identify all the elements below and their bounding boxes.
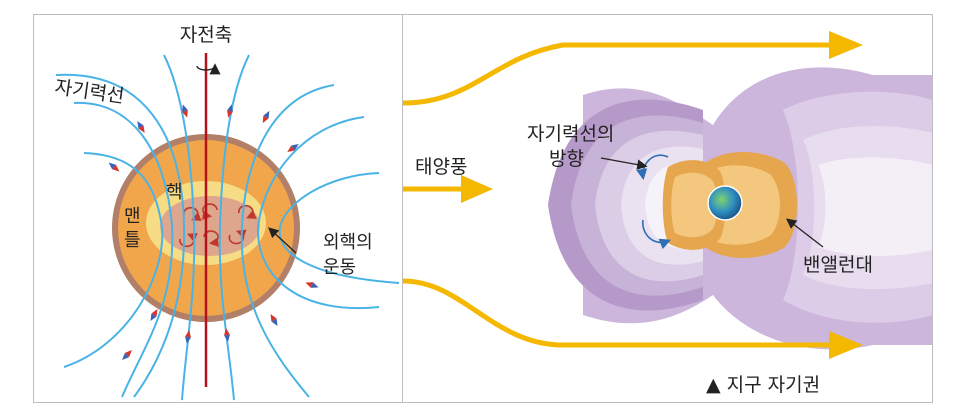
field-arrow-bottom	[642, 219, 671, 250]
field-direction-label-line2: 방향	[549, 148, 584, 170]
compass-needles	[108, 104, 319, 360]
field-lines	[55, 54, 400, 401]
rotation-arrow-icon	[196, 63, 221, 75]
van-allen-pointer	[785, 218, 824, 248]
earth-dynamo-diagram: 자전축 자기력선 핵 맨 틀 외핵의 운동	[53, 24, 400, 401]
outer-core-motion-label-line1: 외핵의	[323, 232, 373, 253]
solar-wind-label: 태양풍	[415, 156, 467, 178]
core-label: 핵	[166, 182, 183, 203]
outer-core-pointer	[268, 227, 297, 254]
field-direction-pointer	[600, 157, 648, 170]
outer-core-motion-label-line2: 운동	[323, 257, 356, 278]
field-direction-label-line1: 자기력선의	[527, 123, 614, 145]
mantle-label-line2: 틀	[124, 230, 141, 251]
magnetosphere-panel: 태양풍 자기력선의 방향 밴앨런대 ▲ 지구 자기권	[402, 14, 933, 403]
solar-wind-arrows	[403, 31, 863, 359]
field-arrow-top	[636, 154, 669, 181]
van-allen-belts	[662, 152, 797, 258]
figure-caption: ▲ 지구 자기권	[706, 374, 820, 396]
earth-dynamo-panel: 자전축 자기력선 핵 맨 틀 외핵의 운동	[33, 14, 404, 403]
mantle-label-line1: 맨	[124, 206, 141, 227]
van-allen-label: 밴앨런대	[803, 254, 873, 276]
field-line-label: 자기력선	[53, 76, 125, 108]
magnetosphere-diagram: 태양풍 자기력선의 방향 밴앨런대 ▲ 지구 자기권	[403, 31, 932, 396]
rotation-axis-label: 자전축	[180, 24, 232, 46]
earth-icon	[707, 185, 743, 221]
